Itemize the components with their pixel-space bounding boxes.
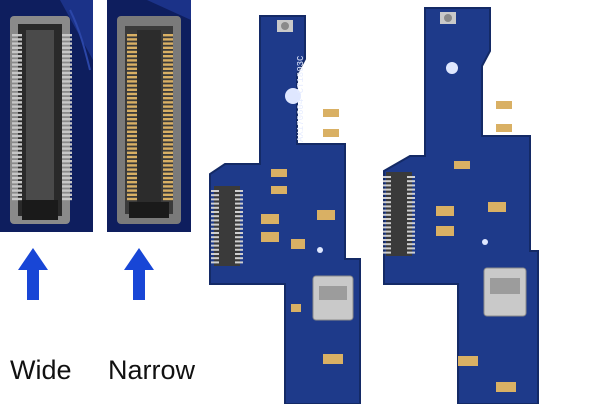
up-arrow-icon [124,248,154,300]
narrow-label: Narrow [108,355,196,385]
narrow-connector-photo [107,0,191,232]
wide-label: Wide [10,355,72,385]
up-arrow-icon [18,248,48,300]
left-board-silkscreen: AX170604-CT1803C [296,55,306,142]
left-pcb-board: AX170604-CT1803C [205,14,365,404]
wide-connector-photo [0,0,93,232]
right-pcb-board [380,6,540,404]
